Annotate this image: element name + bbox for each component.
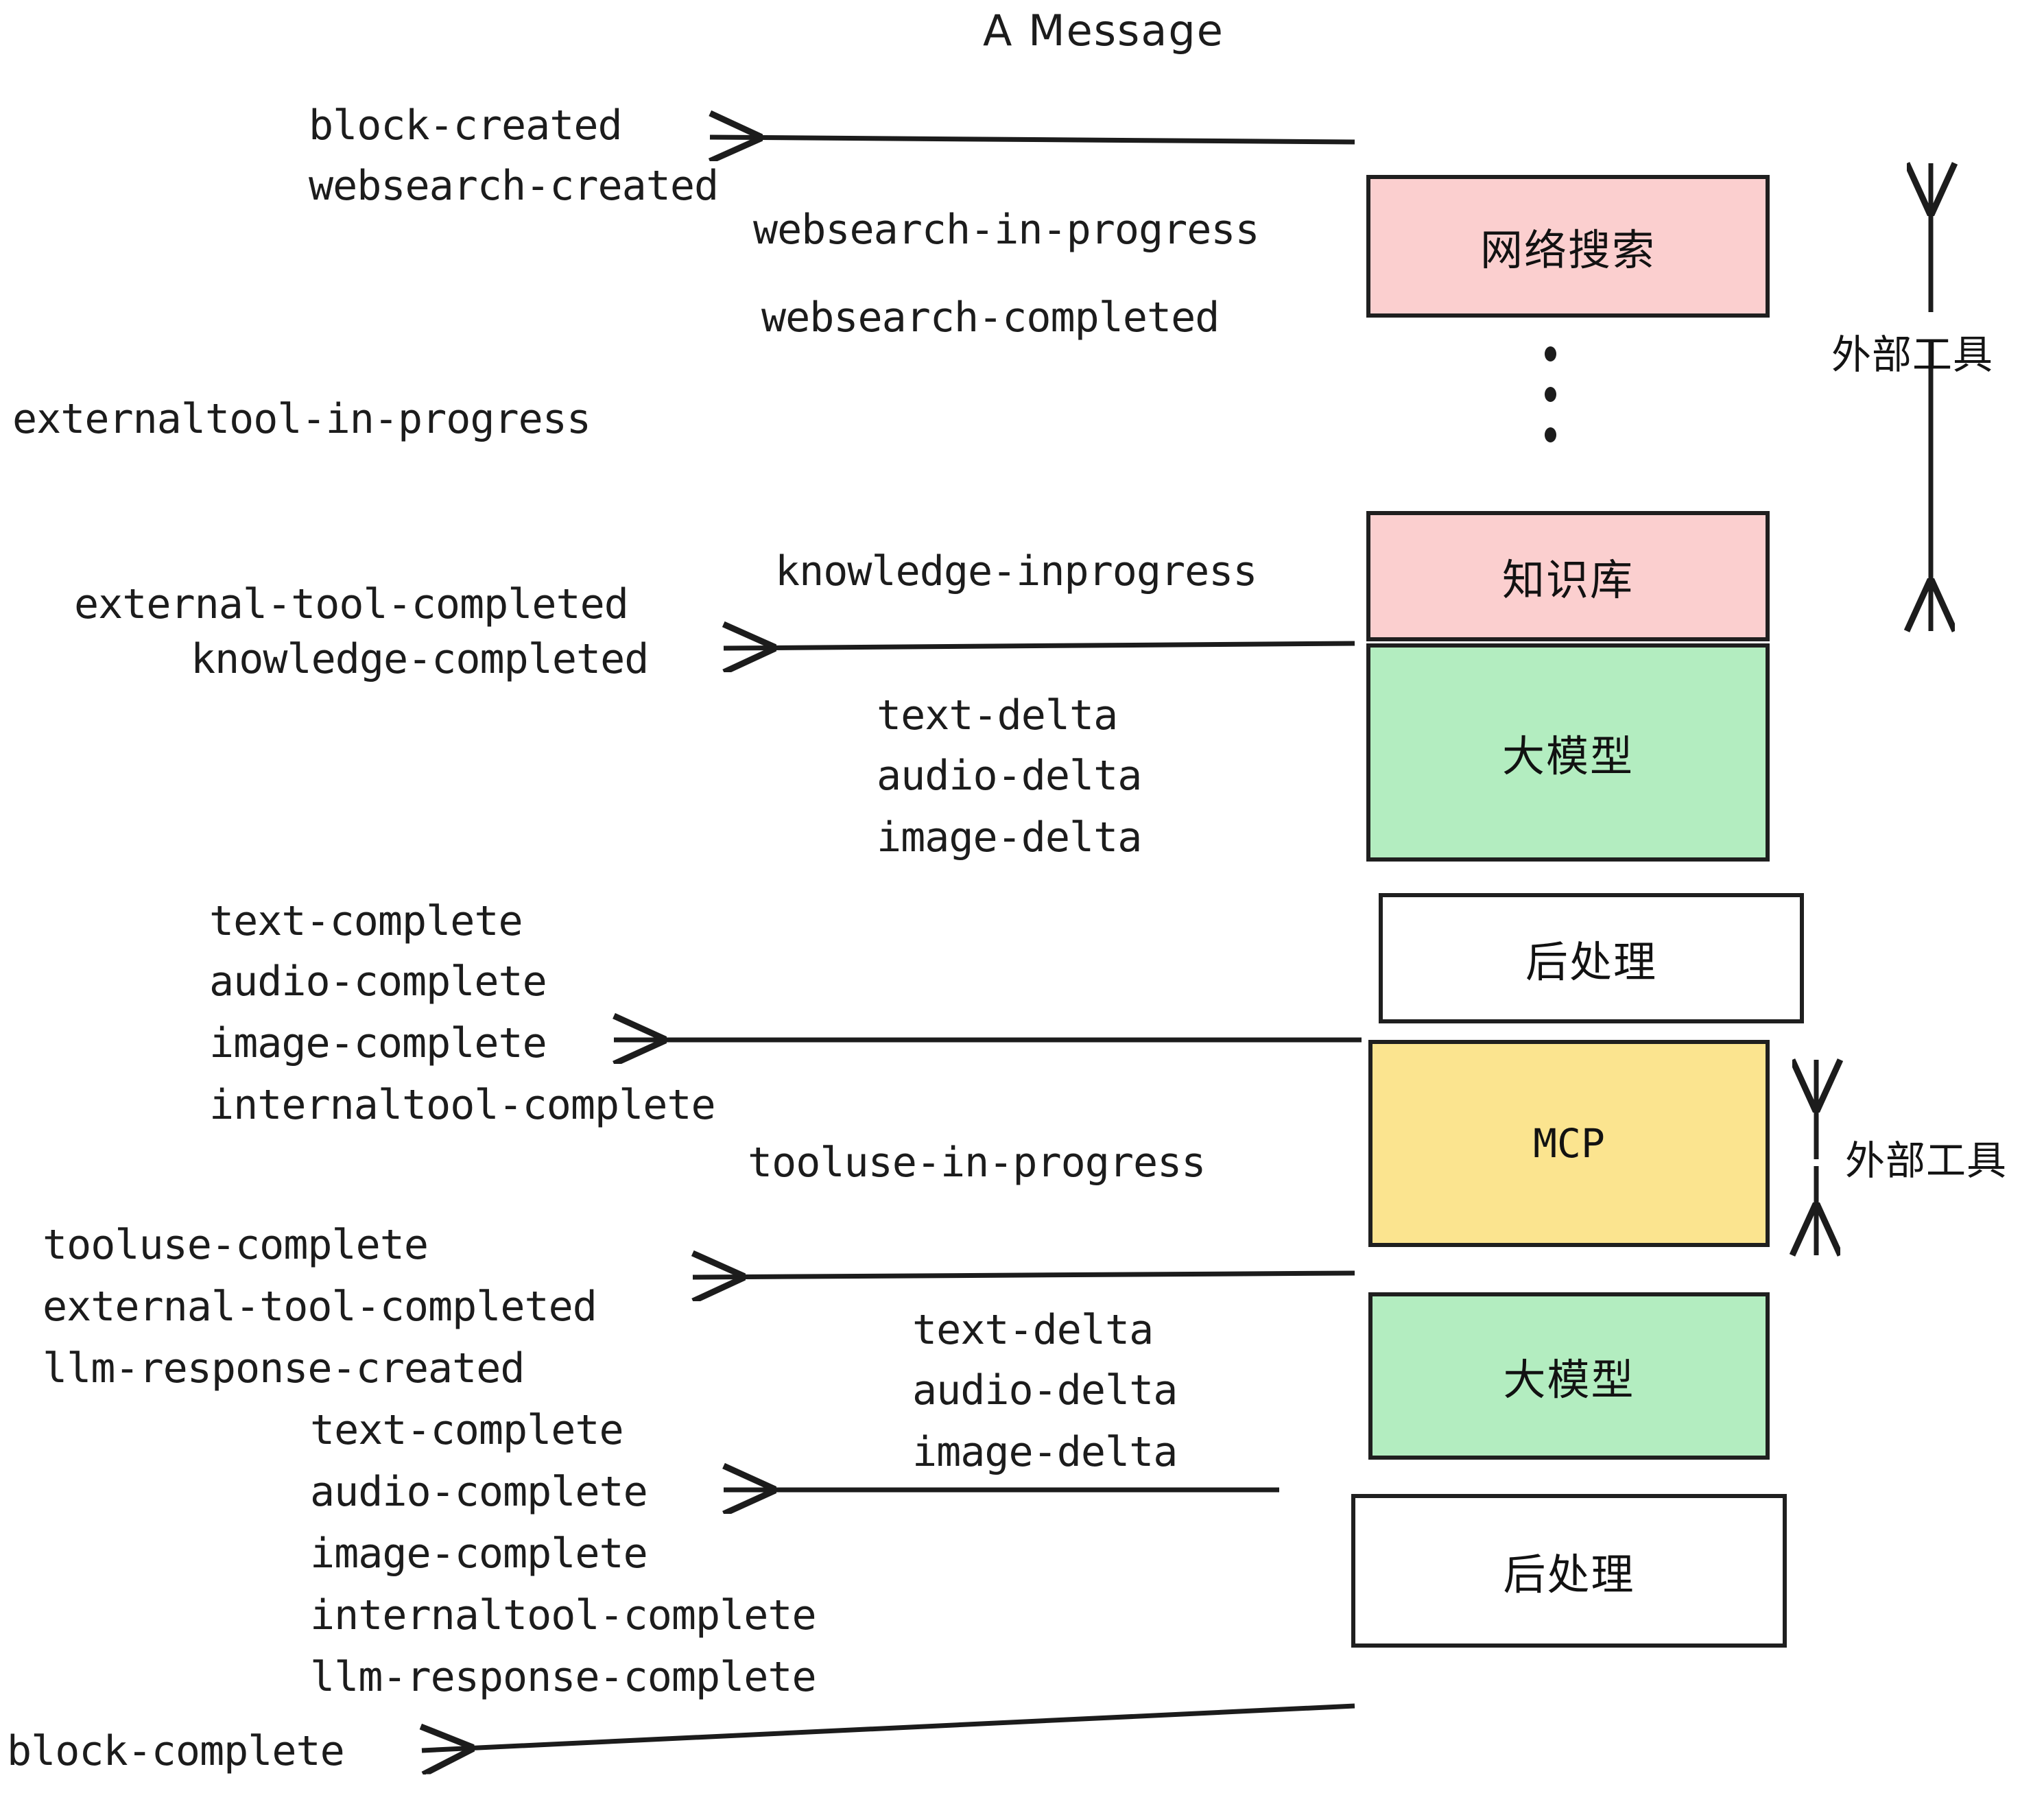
event-image-complete: image-complete [209, 1019, 547, 1067]
diagram-title: A Message [983, 5, 1224, 56]
box-llm-bottom[interactable]: 大模型 [1368, 1292, 1770, 1460]
event-internaltool-complete: internaltool-complete [209, 1081, 716, 1129]
dot-3 [1544, 427, 1556, 442]
box-postprocessing-bottom-label: 后处理 [1503, 1550, 1635, 1600]
ellipsis-vertical-dots [1543, 346, 1557, 442]
event-audio-delta-2: audio-delta [912, 1366, 1178, 1414]
box-websearch[interactable]: 网络搜索 [1366, 175, 1770, 318]
arrow-postproc-to-block-complete [422, 1703, 1355, 1750]
event-llm-response-created: llm-response-created [43, 1344, 525, 1392]
event-text-delta-2: text-delta [912, 1306, 1154, 1354]
box-postprocessing-top-label: 后处理 [1525, 937, 1657, 987]
side-label-external-tools-bottom: 外部工具 [1845, 1137, 2008, 1184]
box-knowledge-label: 知识库 [1501, 555, 1634, 605]
event-external-tool-completed: external-tool-completed [74, 580, 629, 628]
event-block-complete: block-complete [7, 1727, 345, 1775]
event-websearch-created: websearch-created [309, 162, 719, 210]
event-internaltool-complete-2: internaltool-complete [310, 1591, 817, 1639]
arrow-websearch-to-created [710, 137, 1355, 142]
event-knowledge-completed: knowledge-completed [191, 635, 649, 683]
box-mcp[interactable]: MCP [1368, 1040, 1770, 1247]
dot-1 [1544, 346, 1556, 361]
event-knowledge-inprogress: knowledge-inprogress [775, 547, 1257, 595]
event-image-complete-2: image-complete [310, 1530, 648, 1578]
event-text-complete: text-complete [209, 897, 523, 945]
box-postprocessing-bottom[interactable]: 后处理 [1351, 1494, 1787, 1648]
box-llm-top[interactable]: 大模型 [1366, 643, 1770, 862]
event-image-delta-2: image-delta [912, 1428, 1178, 1476]
event-block-created: block-created [309, 102, 623, 150]
dot-2 [1544, 387, 1556, 402]
arrow-knowledge-to-completed [724, 643, 1355, 648]
event-tooluse-in-progress: tooluse-in-progress [748, 1139, 1206, 1187]
box-postprocessing-top[interactable]: 后处理 [1379, 893, 1804, 1023]
box-knowledge[interactable]: 知识库 [1366, 511, 1770, 641]
box-websearch-label: 网络搜索 [1479, 225, 1656, 275]
event-external-tool-completed-2: external-tool-completed [43, 1283, 597, 1331]
event-websearch-in-progress: websearch-in-progress [753, 206, 1260, 254]
event-audio-complete: audio-complete [209, 958, 547, 1006]
event-llm-response-complete: llm-response-complete [310, 1653, 817, 1701]
event-audio-complete-2: audio-complete [310, 1468, 648, 1516]
event-externaltool-in-progress: externaltool-in-progress [12, 395, 591, 443]
event-text-complete-2: text-complete [310, 1406, 624, 1454]
box-llm-bottom-label: 大模型 [1503, 1355, 1635, 1405]
event-image-delta: image-delta [877, 814, 1142, 862]
box-llm-top-label: 大模型 [1501, 731, 1634, 781]
event-tooluse-complete: tooluse-complete [43, 1221, 429, 1269]
box-mcp-label: MCP [1533, 1120, 1605, 1167]
arrow-mcp-to-tooluse-complete [693, 1273, 1355, 1277]
event-text-delta: text-delta [877, 691, 1118, 739]
side-label-external-tools-top: 外部工具 [1831, 331, 1994, 378]
event-audio-delta: audio-delta [877, 752, 1142, 800]
event-websearch-completed: websearch-completed [761, 294, 1220, 342]
